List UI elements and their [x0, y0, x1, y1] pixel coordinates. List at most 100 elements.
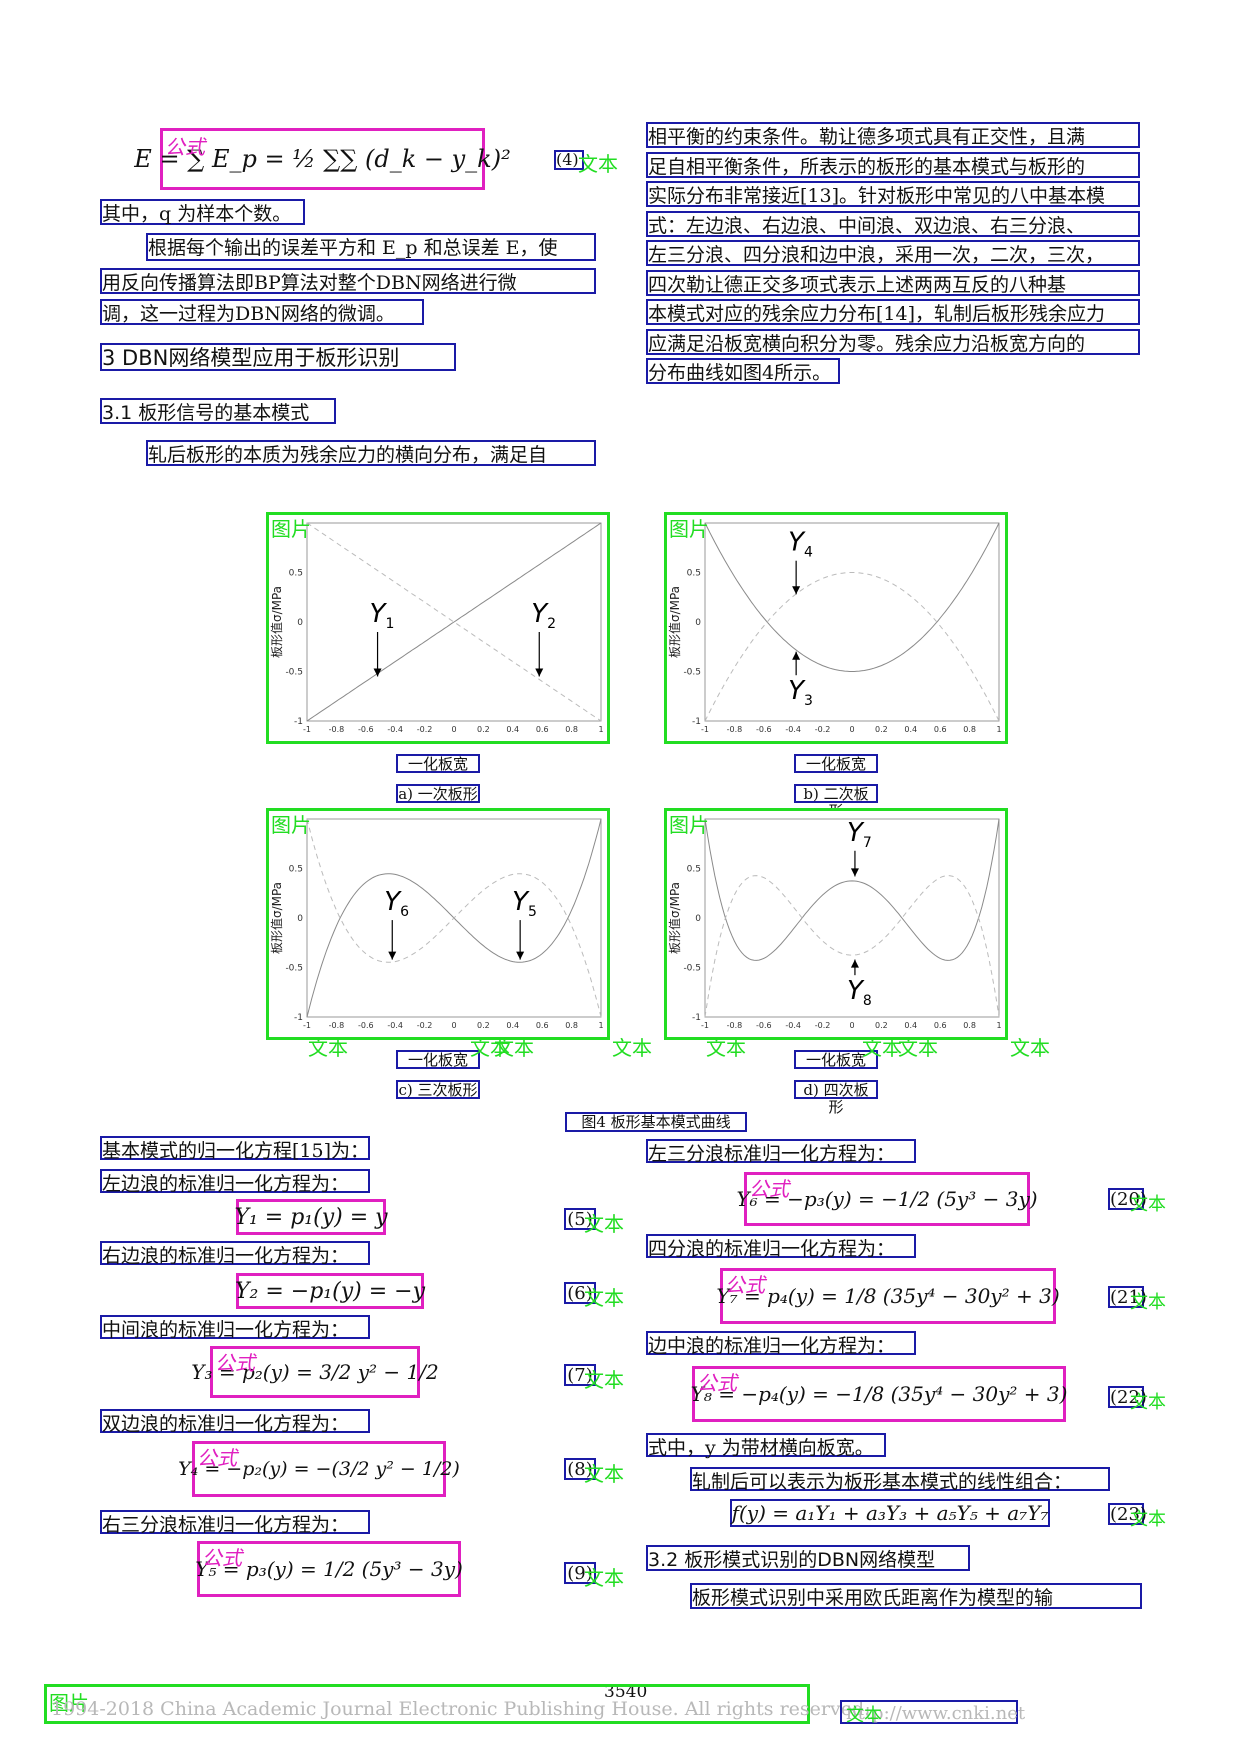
x-tick-label: -1: [701, 725, 709, 734]
formula-9: 公式 Y₅ = p₃(y) = 1/2 (5y³ − 3y): [195, 1541, 463, 1597]
y-tick-label: -0.5: [285, 668, 303, 678]
text-tag: 文本: [584, 1212, 624, 1236]
formula-4: 公式 E = ∑ E_p = ½ ∑∑ (d_k − y_k)²: [134, 128, 511, 190]
text-tag: 文本: [862, 1036, 902, 1060]
paragraph-line: 四分浪的标准归一化方程为：: [646, 1234, 916, 1260]
x-tick-label: -1: [303, 1021, 311, 1030]
equation-number-8: (8): [564, 1458, 596, 1480]
formula-22: 公式 Y₈ = −p₄(y) = −1/8 (35y⁴ − 30y² + 3): [691, 1366, 1067, 1422]
text-tag: 文本: [584, 1368, 624, 1392]
x-tick-label: 0: [451, 1021, 456, 1030]
paragraph-line: 用反向传播算法即BP算法对整个DBN网络进行微: [100, 268, 596, 294]
y-tick-label: 0: [695, 618, 701, 628]
text-tag: 文本: [494, 1036, 534, 1060]
series-solid-line: [306, 818, 602, 1018]
x-tick-label: 1: [598, 1021, 603, 1030]
y-tick-label: -1: [692, 717, 701, 727]
x-tick-label: 0.4: [904, 1021, 917, 1030]
series-dashed-line: [306, 818, 602, 1018]
paragraph-line: 左三分浪标准归一化方程为：: [646, 1139, 916, 1165]
formula-21-text: Y₇ = p₄(y) = 1/8 (35y⁴ − 30y² + 3): [716, 1284, 1060, 1308]
equation-number-6: (6): [564, 1282, 596, 1304]
paragraph-line: 其中，q 为样本个数。: [100, 199, 305, 225]
figure-tag: 图片: [669, 517, 709, 541]
equation-number-9: (9): [564, 1562, 596, 1584]
series-label: Y7: [847, 818, 872, 851]
series-dashed-line: [704, 875, 1000, 1018]
arrow-head: [850, 868, 859, 877]
arrow-head: [792, 651, 801, 660]
x-tick-label: 0.6: [934, 725, 947, 734]
formula-tag: 公式: [749, 1177, 789, 1201]
x-axis-label: 一化板宽: [794, 754, 878, 773]
x-tick-label: 0.4: [506, 1021, 519, 1030]
text-tag: 文本: [1130, 1292, 1166, 1313]
y-tick-label: 0.5: [289, 569, 303, 579]
figure-tag: 图片: [669, 813, 709, 837]
text-tag: 文本: [584, 1566, 624, 1590]
cnki-link[interactable]: http://www.cnki.net 文本: [840, 1700, 1025, 1726]
x-tick-label: -0.2: [417, 1021, 433, 1030]
plot-frame: [306, 522, 602, 722]
formula-20-text: Y₆ = −p₃(y) = −1/2 (5y³ − 3y): [736, 1187, 1038, 1211]
text-tag: 文本: [706, 1036, 746, 1060]
x-tick-label: 0: [451, 725, 456, 734]
subfigure-caption: d) 四次板形: [794, 1080, 878, 1116]
paragraph-line: 根据每个输出的误差平方和 E_p 和总误差 E，使: [146, 233, 596, 261]
page-number: 3540: [604, 1682, 648, 1702]
cnki-url[interactable]: http://www.cnki.net: [846, 1703, 1026, 1724]
paragraph-line: 分布曲线如图4所示。: [646, 358, 840, 384]
subfigure-caption: b) 二次板形: [794, 784, 878, 820]
series-dashed-line: [306, 522, 602, 722]
formula-7: 公式 Y₃ = p₂(y) = 3/2 y² − 1/2: [191, 1346, 439, 1398]
formula-9-text: Y₅ = p₃(y) = 1/2 (5y³ − 3y): [195, 1557, 463, 1581]
y-axis-label: 板形值σ/MPa: [269, 882, 284, 954]
paragraph-line: 右三分浪标准归一化方程为：: [100, 1510, 370, 1536]
formula-tag: 公式: [202, 1546, 242, 1570]
x-tick-label: 0.6: [536, 1021, 549, 1030]
series-label: Y4: [788, 528, 813, 561]
subfigure-caption: c) 三次板形: [396, 1080, 480, 1099]
paragraph-line: 本模式对应的残余应力分布[14]，轧制后板形残余应力: [646, 299, 1140, 325]
equation-number-23: (23): [1108, 1503, 1147, 1525]
series-solid-line: [704, 522, 1000, 672]
formula-tag: 公式: [197, 1446, 237, 1470]
x-tick-label: 1: [996, 725, 1001, 734]
text-tag: 文本: [308, 1036, 348, 1060]
series-label: Y1: [370, 599, 395, 632]
paragraph-line: 左三分浪、四分浪和边中浪，采用一次，二次，三次，: [646, 240, 1140, 266]
x-tick-label: -0.2: [815, 725, 831, 734]
text-tag: 文本: [1010, 1036, 1050, 1060]
paragraph-line: 实际分布非常接近[13]。针对板形中常见的八中基本模: [646, 181, 1140, 207]
equation-number-20: (20): [1108, 1188, 1147, 1210]
subfigure-caption: a) 一次板形: [396, 784, 480, 803]
arrow-head: [516, 951, 525, 960]
paragraph-line: 板形模式识别中采用欧氏距离作为模型的输: [690, 1583, 1142, 1609]
figure-tag: 图片: [271, 517, 311, 541]
formula-4-text: E = ∑ E_p = ½ ∑∑ (d_k − y_k)²: [134, 145, 511, 173]
y-tick-label: 0.5: [687, 569, 701, 579]
paragraph-line: 四次勒让德正交多项式表示上述两两互反的八种基: [646, 269, 1140, 296]
x-tick-label: -0.6: [756, 1021, 772, 1030]
x-tick-label: -0.6: [358, 725, 374, 734]
formula-5: Y₁ = p₁(y) = y: [234, 1199, 388, 1235]
x-tick-label: 0: [849, 1021, 854, 1030]
x-axis-label: 一化板宽: [396, 1050, 480, 1069]
paragraph-line: 边中浪的标准归一化方程为：: [646, 1331, 916, 1357]
x-tick-label: -0.6: [756, 725, 772, 734]
copyright-text: 1994-2018 China Academic Journal Electro…: [51, 1698, 871, 1720]
text-tag: 文本: [612, 1036, 652, 1060]
formula-21: 公式 Y₇ = p₄(y) = 1/8 (35y⁴ − 30y² + 3): [716, 1268, 1060, 1324]
equation-number-22: (22): [1108, 1386, 1147, 1408]
y-tick-label: 0: [297, 914, 303, 924]
paragraph-line: 双边浪的标准归一化方程为：: [100, 1409, 370, 1435]
arrow-head: [373, 668, 382, 677]
paragraph-line: 轧制后可以表示为板形基本模式的线性组合：: [690, 1467, 1110, 1493]
paragraph-line: 右边浪的标准归一化方程为：: [100, 1241, 370, 1267]
formula-6: Y₂ = −p₁(y) = −y: [235, 1273, 425, 1309]
x-tick-label: -0.6: [358, 1021, 374, 1030]
